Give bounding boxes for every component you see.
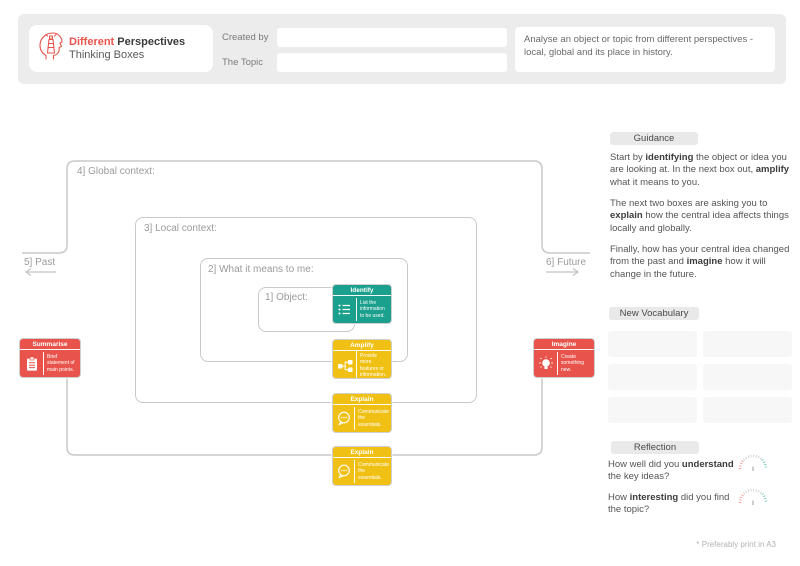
past-label: 5] Past bbox=[24, 257, 56, 268]
amplify-card: Amplify Provide more features or informa… bbox=[332, 339, 392, 379]
reflection-header: Reflection bbox=[611, 441, 699, 454]
summarise-card-desc: Brief statement of main points. bbox=[43, 352, 80, 375]
gauge-icon bbox=[737, 486, 769, 513]
topic-label: The Topic bbox=[222, 57, 264, 68]
logo-subtitle: Thinking Boxes bbox=[69, 48, 145, 61]
speech-bubble-icon bbox=[333, 411, 354, 426]
explain-global-card-desc: Communicate the essentials. bbox=[354, 460, 391, 483]
local-context-box[interactable] bbox=[135, 217, 477, 403]
worksheet-description: Analyse an object or topic from differen… bbox=[515, 27, 775, 72]
amplify-card-title: Amplify bbox=[333, 340, 391, 351]
guidance-paragraph-3: Finally, how has your central idea chang… bbox=[610, 244, 790, 280]
imagine-card-desc: Create something new. bbox=[557, 352, 594, 375]
reflection-question-1: How well did you understand the key idea… bbox=[608, 459, 734, 482]
explain-local-card-title: Explain bbox=[333, 394, 391, 405]
vocabulary-header: New Vocabulary bbox=[609, 307, 699, 320]
flowchart-icon bbox=[333, 359, 356, 373]
explain-local-card: Explain Communicate the essentials. bbox=[332, 393, 392, 433]
list-icon bbox=[333, 303, 356, 316]
topic-input[interactable] bbox=[277, 53, 507, 72]
gauge-icon bbox=[737, 452, 769, 479]
global-context-label: 4] Global context: bbox=[77, 166, 155, 177]
what-it-means-label: 2] What it means to me: bbox=[208, 264, 314, 275]
vocab-slot-2[interactable] bbox=[703, 331, 792, 357]
what-it-means-box[interactable] bbox=[200, 258, 408, 362]
object-label: 1] Object: bbox=[265, 292, 308, 303]
logo-text: Different Perspectives Thinking Boxes bbox=[69, 36, 185, 61]
created-by-label: Created by bbox=[222, 32, 269, 43]
guidance-paragraph-1: Start by identifying the object or idea … bbox=[610, 152, 790, 188]
explain-local-card-desc: Communicate the essentials. bbox=[354, 407, 391, 430]
amplify-card-desc: Provide more features or information. bbox=[356, 351, 391, 378]
head-lighthouse-logo-icon bbox=[37, 31, 63, 66]
identify-card-title: Identify bbox=[333, 285, 391, 296]
summarise-card: Summarise Brief statement of main points… bbox=[19, 338, 81, 378]
vocab-slot-4[interactable] bbox=[703, 364, 792, 390]
explain-global-card-title: Explain bbox=[333, 447, 391, 458]
speech-bubble-icon bbox=[333, 464, 354, 479]
lightbulb-icon bbox=[534, 355, 557, 372]
clipboard-icon bbox=[20, 356, 43, 372]
logo-title: Different Perspectives bbox=[69, 35, 186, 48]
logo-card: Different Perspectives Thinking Boxes bbox=[29, 25, 213, 72]
print-footnote: * Preferably print in A3 bbox=[696, 540, 776, 549]
created-by-input[interactable] bbox=[277, 28, 507, 47]
future-label: 6] Future bbox=[546, 257, 587, 268]
vocab-slot-6[interactable] bbox=[703, 397, 792, 423]
identify-card-desc: List the information to be used. bbox=[356, 298, 391, 321]
guidance-header: Guidance bbox=[610, 132, 698, 145]
summarise-card-title: Summarise bbox=[20, 339, 80, 350]
vocab-slot-1[interactable] bbox=[608, 331, 697, 357]
imagine-card: Imagine Create something new. bbox=[533, 338, 595, 378]
reflection-question-2: How interesting did you find the topic? bbox=[608, 492, 730, 515]
identify-card: Identify List the information to be used… bbox=[332, 284, 392, 324]
guidance-text: Start by identifying the object or idea … bbox=[610, 152, 794, 290]
explain-global-card: Explain Communicate the essentials. bbox=[332, 446, 392, 486]
vocab-slot-5[interactable] bbox=[608, 397, 697, 423]
local-context-label: 3] Local context: bbox=[144, 223, 217, 234]
vocab-slot-3[interactable] bbox=[608, 364, 697, 390]
guidance-paragraph-2: The next two boxes are asking you to exp… bbox=[610, 198, 789, 234]
imagine-card-title: Imagine bbox=[534, 339, 594, 350]
